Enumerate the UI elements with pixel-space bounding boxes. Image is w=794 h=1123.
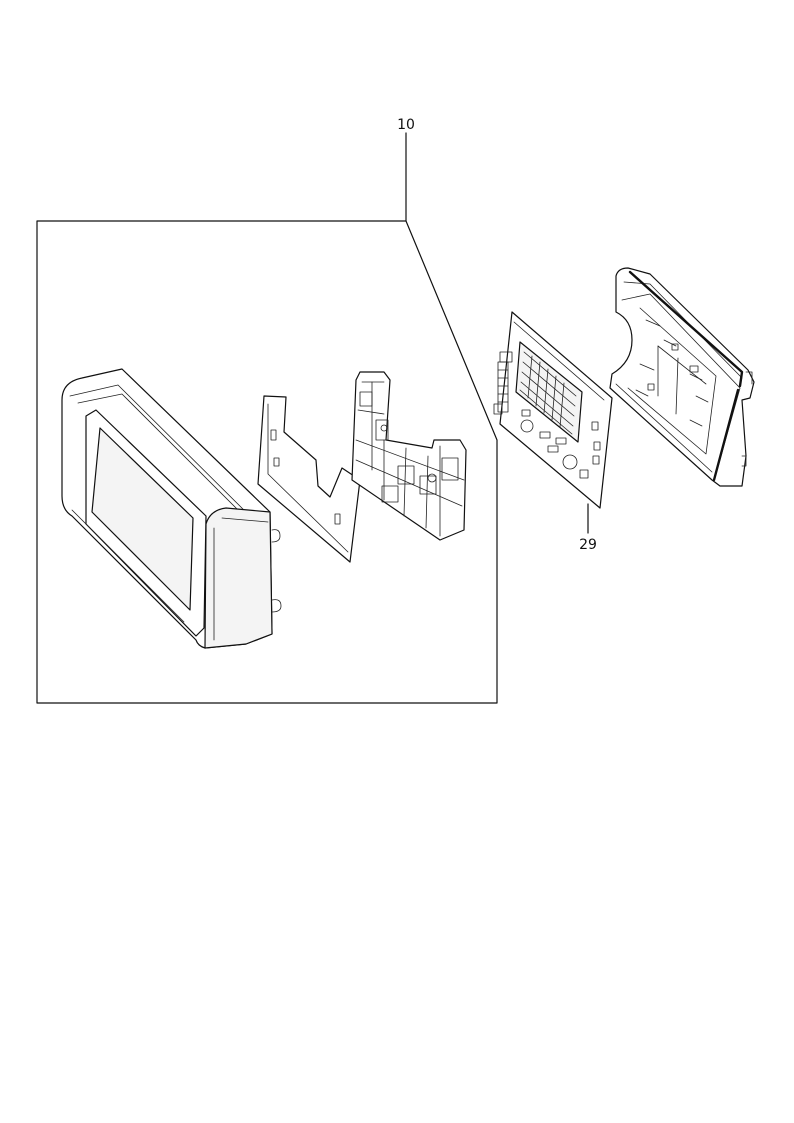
circuit-board <box>493 311 613 509</box>
callout-29-label: 29 <box>579 537 597 553</box>
flat-bracket-sheet <box>257 395 361 563</box>
rear-tray-cover <box>609 267 755 487</box>
lattice-holder-frame <box>351 371 467 541</box>
callout-10-label: 10 <box>397 117 415 133</box>
front-bezel-housing <box>61 368 282 649</box>
assembly-boundary-box <box>36 220 498 704</box>
